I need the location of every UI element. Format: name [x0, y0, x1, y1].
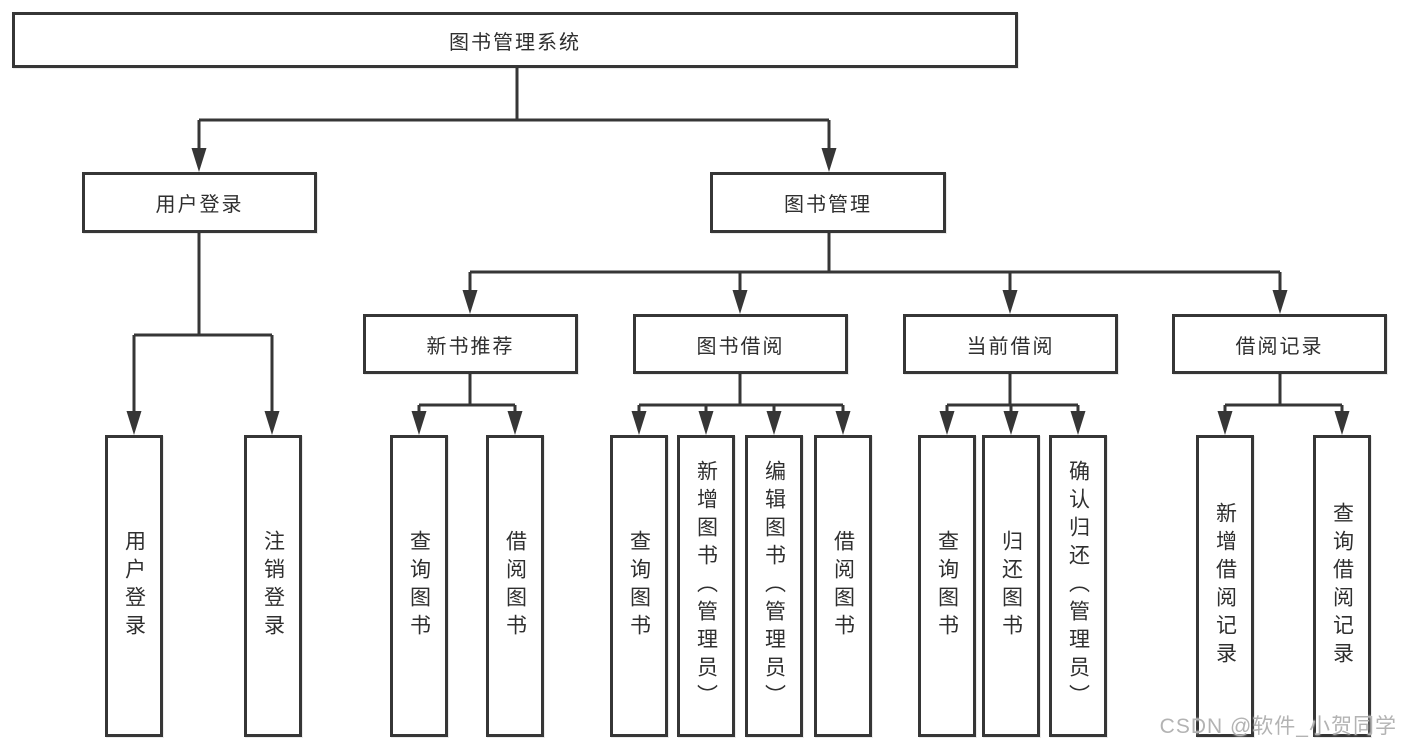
leaf-query-books-borrow: 查询图书 [610, 435, 668, 737]
leaf-user-login: 用户登录 [105, 435, 163, 737]
arrowhead [1002, 290, 1018, 314]
arrowhead [462, 290, 478, 314]
arrowhead [766, 411, 782, 435]
leaf-query-borrow-record: 查询借阅记录 [1313, 435, 1371, 737]
arrowhead [732, 290, 748, 314]
arrowhead [1217, 411, 1233, 435]
arrowhead [126, 411, 142, 435]
arrowhead [191, 148, 207, 172]
leaf-logout: 注销登录 [244, 435, 302, 737]
node-borrow-records: 借阅记录 [1172, 314, 1387, 374]
arrowhead [821, 148, 837, 172]
leaf-edit-book-admin: 编辑图书（管理员） [745, 435, 803, 737]
arrowhead [411, 411, 427, 435]
leaf-return-books: 归还图书 [982, 435, 1040, 737]
arrowhead [264, 411, 280, 435]
leaf-confirm-return-admin: 确认归还（管理员） [1049, 435, 1107, 737]
leaf-query-books-recommend: 查询图书 [390, 435, 448, 737]
node-current-borrow: 当前借阅 [903, 314, 1118, 374]
leaf-borrow-books-recommend: 借阅图书 [486, 435, 544, 737]
node-library-management-system: 图书管理系统 [12, 12, 1018, 68]
arrowhead [631, 411, 647, 435]
arrowhead [1334, 411, 1350, 435]
arrowhead [1070, 411, 1086, 435]
arrowhead [835, 411, 851, 435]
leaf-query-books-current: 查询图书 [918, 435, 976, 737]
leaf-add-borrow-record: 新增借阅记录 [1196, 435, 1254, 737]
watermark-csdn: CSDN @软件_小贺同学 [1159, 715, 1397, 738]
node-new-book-recommend: 新书推荐 [363, 314, 578, 374]
node-book-management: 图书管理 [710, 172, 946, 233]
arrowhead [939, 411, 955, 435]
arrowheads [126, 148, 1350, 435]
arrowhead [507, 411, 523, 435]
node-book-borrow: 图书借阅 [633, 314, 848, 374]
arrowhead [698, 411, 714, 435]
arrowhead [1003, 411, 1019, 435]
node-user-login: 用户登录 [82, 172, 317, 233]
arrowhead [1272, 290, 1288, 314]
leaf-borrow-books-borrow: 借阅图书 [814, 435, 872, 737]
leaf-add-book-admin: 新增图书（管理员） [677, 435, 735, 737]
